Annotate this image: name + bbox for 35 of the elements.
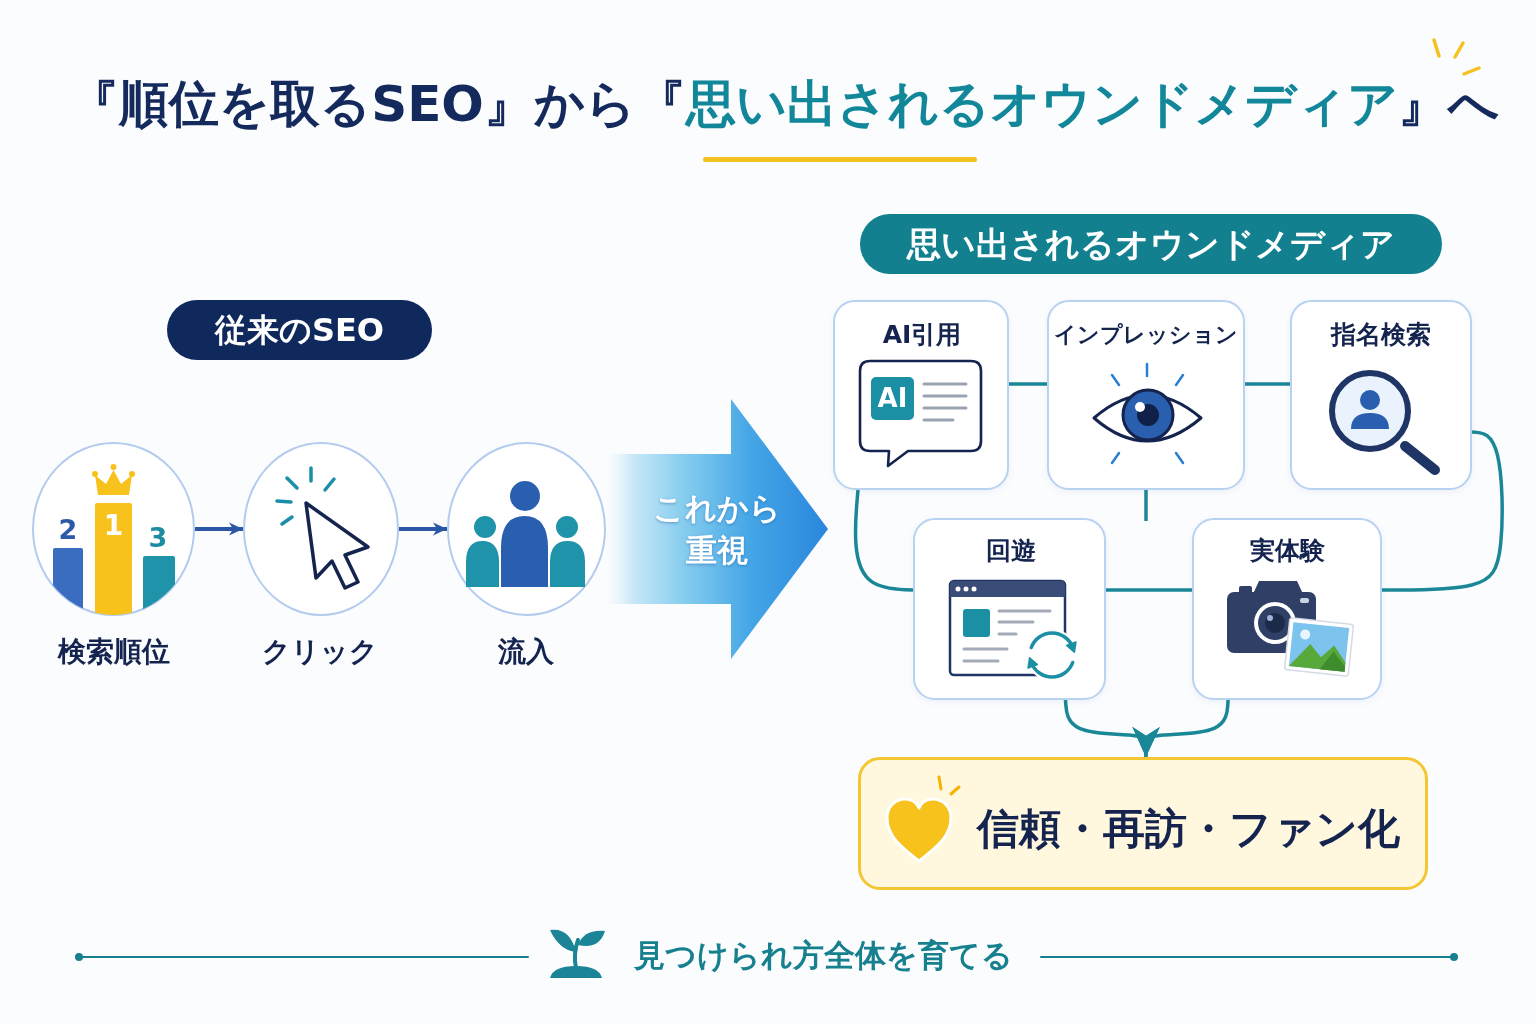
rank-number: 2 xyxy=(58,513,78,547)
step-label: クリック xyxy=(262,635,378,669)
rank-number: 3 xyxy=(148,521,168,555)
step-label: 流入 xyxy=(498,635,554,669)
connector-line xyxy=(1245,382,1290,386)
card-title: 回遊 xyxy=(986,536,1036,566)
result-box xyxy=(858,757,1428,890)
main-title: 『順位を取るSEO』から『思い出されるオウンドメディア』へ xyxy=(69,74,1499,134)
card-title: AI引用 xyxy=(882,320,962,350)
connector-line xyxy=(1144,490,1148,521)
feature-card xyxy=(1290,300,1472,490)
connector-line xyxy=(1382,430,1504,592)
feature-card xyxy=(833,300,1009,490)
section-pill xyxy=(860,214,1442,274)
connector-line xyxy=(1009,382,1047,386)
footer-tagline: 見つけられ方全体を育てる xyxy=(633,937,1013,975)
card-title: 指名検索 xyxy=(1331,320,1431,350)
arrow xyxy=(1132,699,1230,757)
result-text: 信頼・再訪・ファン化 xyxy=(976,803,1400,855)
step-label: 検索順位 xyxy=(58,635,170,669)
feature-card xyxy=(913,518,1106,700)
rank-number: 1 xyxy=(103,509,124,543)
card-title: 実体験 xyxy=(1249,536,1325,566)
badge-text: AI xyxy=(877,383,908,415)
pill-heading: 思い出されるオウンドメディア xyxy=(907,223,1395,265)
arrow xyxy=(195,522,243,536)
feature-card xyxy=(1192,518,1382,700)
connector-line xyxy=(853,489,914,592)
arrow xyxy=(399,522,447,536)
arrow-label: これから重視 xyxy=(652,489,782,570)
card-title: インプレッション xyxy=(1054,321,1238,349)
section-pill xyxy=(167,300,432,360)
connector-line xyxy=(1106,588,1192,592)
feature-card xyxy=(1047,300,1245,490)
pill-heading: 従来のSEO xyxy=(214,310,385,350)
